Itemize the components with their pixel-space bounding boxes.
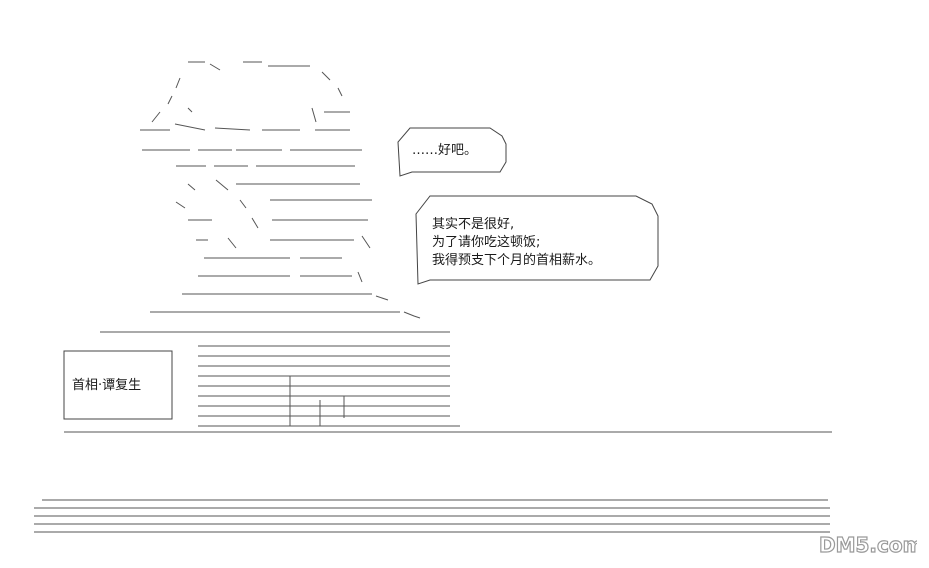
- bubble-line: 为了请你吃这顿饭;: [432, 235, 541, 250]
- speech-bubble-large: [410, 190, 662, 286]
- bubble-line: 我得预支下个月的首相薪水。: [432, 253, 602, 268]
- nameplate-box: [63, 350, 173, 420]
- watermark-text: DM5.com: [819, 533, 917, 557]
- speech-bubble-small: [392, 122, 514, 180]
- nameplate-label: 首相·谭复生: [72, 378, 142, 393]
- dm5-watermark-logo: DM5.com: [818, 532, 917, 557]
- speech-bubble-small-text: ……好吧。: [412, 143, 478, 158]
- bubble-line: 其实不是很好,: [432, 217, 515, 232]
